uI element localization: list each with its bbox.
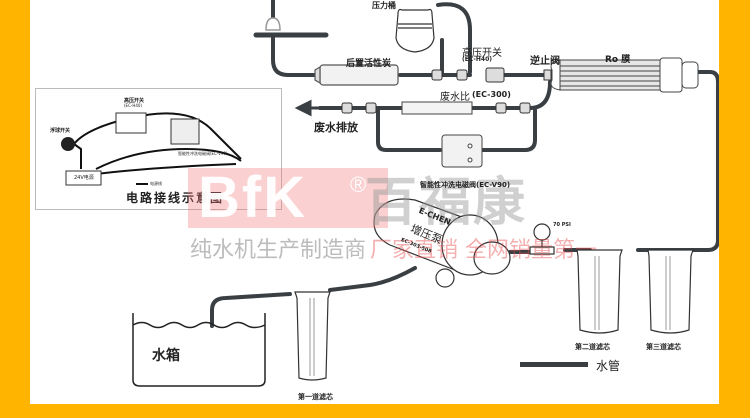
legend-pipe-swatch: [520, 362, 588, 367]
waste-ratio-model: (EC-300): [472, 90, 511, 99]
flush-valve-label: 智能性冲洗电磁阀(EC-V90): [420, 181, 511, 189]
inset-hp-switch-label: 高压开关: [124, 98, 145, 104]
filter-2-label: 第二道滤芯: [575, 343, 610, 351]
hp-switch-model: (EC-H40): [462, 56, 492, 63]
pressure-gauge-icon: [529, 223, 555, 255]
legend-pipe-label: 水管: [596, 359, 621, 373]
inset-flush-valve-label: 智能性冲洗电磁阀(EC-V90): [178, 151, 228, 156]
piping-diagram: [132, 0, 719, 387]
filter-1-label: 第一道滤芯: [298, 393, 333, 401]
filter-1-icon: [294, 291, 331, 381]
check-valve-label: 逆止阀: [530, 56, 560, 67]
post-carbon-filter-icon: [314, 64, 399, 86]
inset-hp-switch-model: (EC-H40): [124, 103, 142, 108]
water-tank-label: 水箱: [152, 348, 180, 364]
waste-drain-label: 废水排放: [314, 121, 358, 134]
filter-3-label: 第三道滤芯: [646, 343, 681, 351]
hp-switch-label: 高压开关: [462, 48, 502, 59]
watermark-brand: 百福康: [365, 173, 528, 233]
watermark-logo: BfK: [188, 168, 388, 228]
diagram-canvas: 浮球开关 高压开关 (EC-H40) 智能性冲洗电磁阀(EC-V90) 24V电…: [30, 0, 719, 404]
watermark-tagline-1: 纯水机生产制造商: [190, 238, 367, 263]
inset-title: 电路接线示意图: [126, 191, 225, 205]
filter-3-icon: [647, 249, 694, 334]
gauge-label: 70 PSI: [553, 222, 571, 228]
ro-membrane-icon: [550, 57, 699, 93]
ro-membrane-label: Ro 膜: [605, 55, 631, 65]
watermark-tagline-2: 厂家直销 全网销量第一: [370, 238, 597, 263]
power-supply-label: 24V电源: [74, 175, 94, 181]
legend-wire-label: 电源线: [150, 181, 162, 186]
pressure-tank-label: 压力桶: [372, 1, 396, 10]
float-switch-label: 浮球开关: [50, 128, 71, 134]
filter-2-icon: [576, 249, 623, 334]
flush-solenoid-valve-icon: [441, 134, 483, 168]
wiring-diagram-inset: 浮球开关 高压开关 (EC-H40) 智能性冲洗电磁阀(EC-V90) 24V电…: [35, 88, 282, 210]
post-carbon-label: 后置活性炭: [346, 59, 392, 69]
wiring-diagram: [61, 112, 242, 186]
pressure-tank-icon: [395, 8, 435, 53]
watermark-registered: ®: [350, 172, 367, 197]
waste-ratio-label: 废水比: [440, 92, 470, 103]
water-tank-icon: [132, 313, 266, 387]
booster-pump-icon: [373, 198, 511, 288]
